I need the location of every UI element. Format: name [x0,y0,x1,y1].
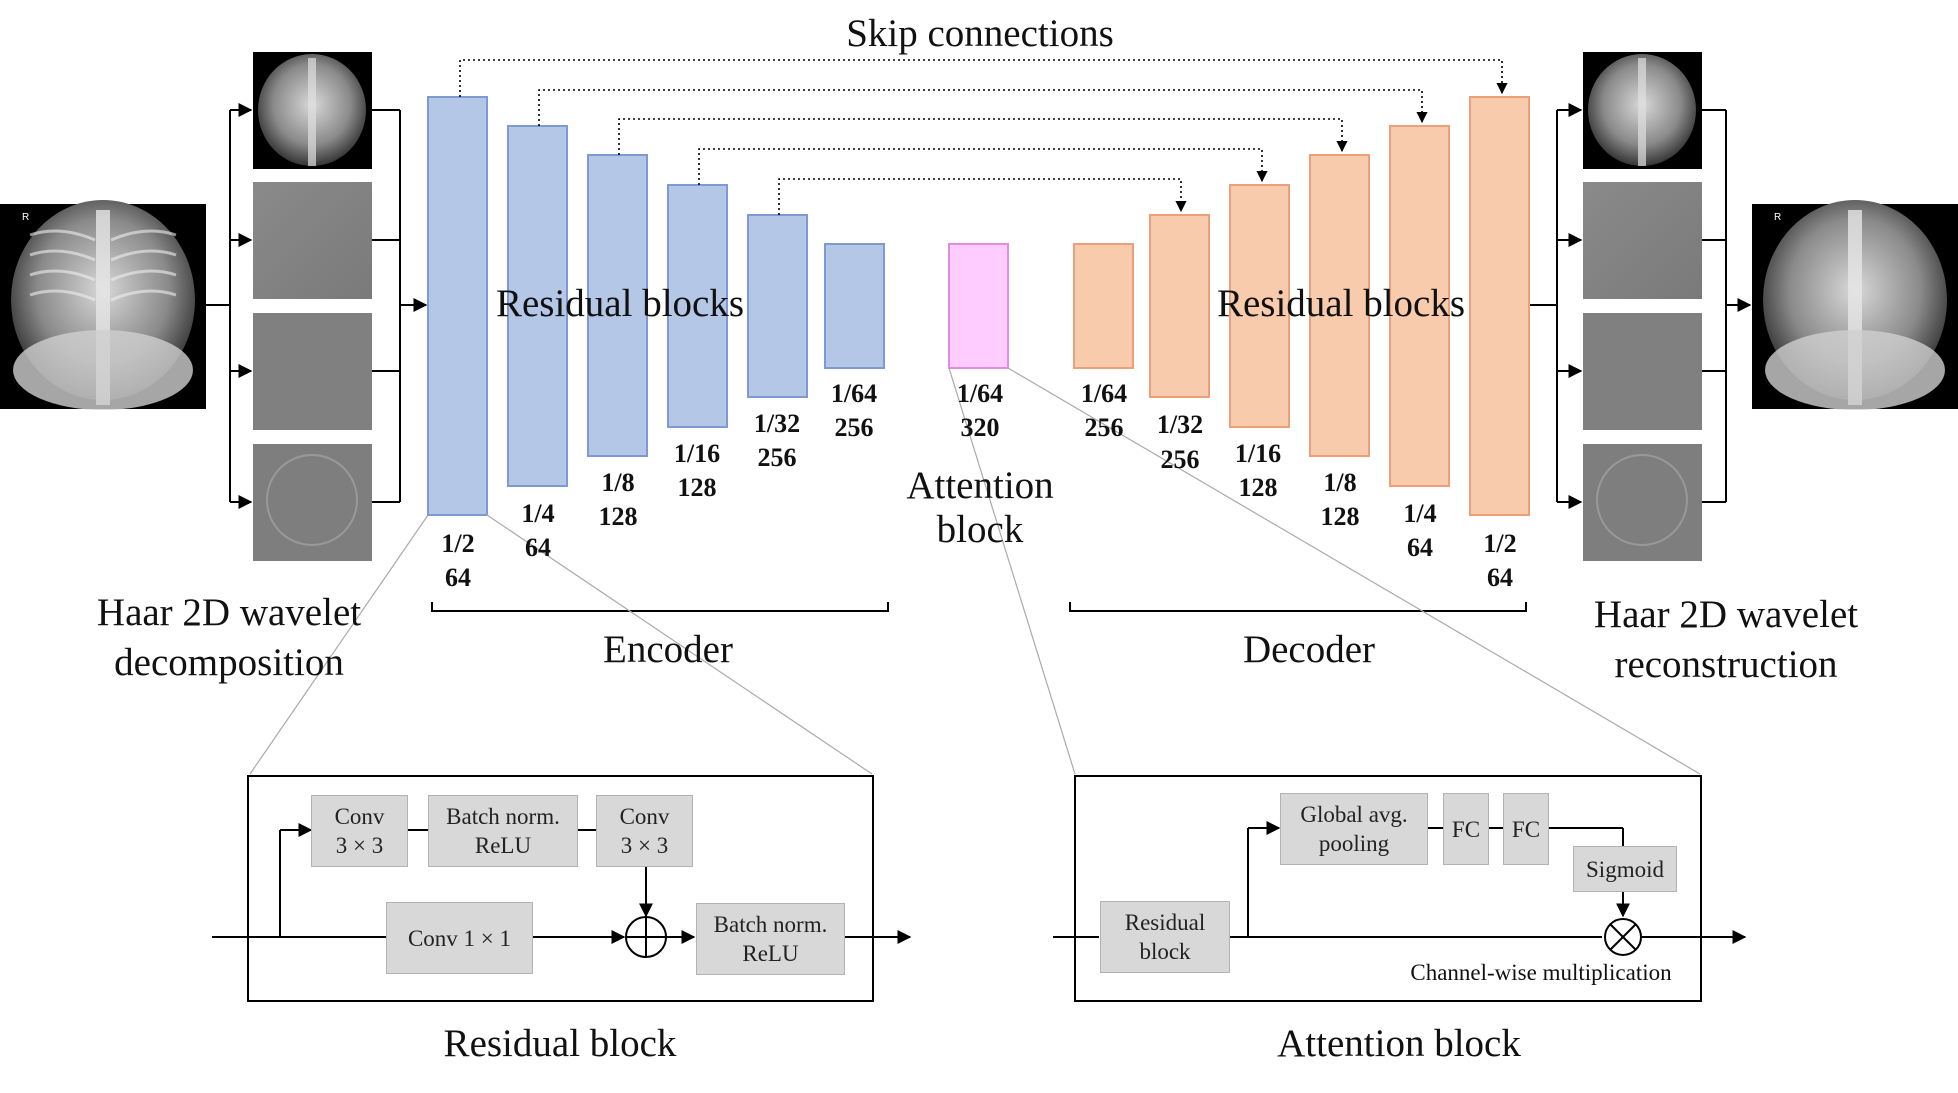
output-xray-image: R [1752,200,1958,410]
svg-text:R: R [22,212,29,223]
encoder-block-6-channels: 256 [834,413,874,442]
encoder-block-5 [747,214,808,398]
conv3x3-box-b: Conv 3 × 3 [596,795,693,867]
decoder-block-5-channels: 64 [1407,533,1433,562]
decoder-block-3-channels: 128 [1238,473,1278,502]
bn-relu-b-line2: ReLU [742,941,799,966]
decoder-block-6 [1469,96,1530,516]
channel-wise-multiplication-label: Channel-wise multiplication [1410,960,1672,985]
conv3x3-a-line2: 3 × 3 [335,833,384,858]
wavelet-subbands-left [253,52,372,561]
bottleneck-scale: 1/64 [956,379,1004,408]
conv3x3-box-a: Conv 3 × 3 [311,795,408,867]
wavelet-decomposition-line2: decomposition [114,641,344,684]
zoom-lines [249,367,1701,775]
bn-relu-b-line1: Batch norm. [713,912,828,937]
decoder-block-1-channels: 256 [1084,413,1124,442]
wavelet-reconstruction-line1: Haar 2D wavelet [1593,593,1859,636]
conv1x1-box: Conv 1 × 1 [386,902,533,974]
bn-relu-a-line2: ReLU [474,833,532,858]
residual-block-title: Residual block [443,1022,677,1065]
encoder-block-3-scale: 1/8 [601,468,635,497]
attention-block-label-line2: block [936,508,1024,551]
decoder-block-5 [1389,125,1450,487]
decoder-block-2-scale: 1/32 [1156,410,1204,439]
skip-connections-title: Skip connections [846,12,1114,55]
encoder-block-5-channels: 256 [757,443,797,472]
encoder-block-1 [427,96,488,516]
wavelet-reconstruction-line2: reconstruction [1614,643,1838,686]
encoder-label: Encoder [603,628,733,671]
decoder-blocks [1073,96,1530,516]
encoder-block-1-scale: 1/2 [441,529,475,558]
attention-bottleneck-block [948,243,1009,369]
decomposition-arrows [206,103,428,509]
encoder-block-3 [587,154,648,457]
conv3x3-b-line1: Conv [619,804,670,829]
decoder-block-4 [1309,154,1370,457]
decoder-block-4-scale: 1/8 [1323,468,1357,497]
decoder-bracket [1069,602,1527,612]
encoder-block-6 [824,243,885,369]
encoder-block-6-scale: 1/64 [830,379,878,408]
encoder-block-2 [507,125,568,487]
fc-box-1: FC [1443,793,1489,865]
encoder-block-4-scale: 1/16 [673,439,721,468]
encoder-block-1-channels: 64 [445,563,471,592]
encoder-block-2-scale: 1/4 [521,499,555,528]
wavelet-subbands-right [1583,52,1702,561]
reconstruction-arrows [1530,103,1752,509]
decoder-block-5-scale: 1/4 [1403,499,1437,528]
bn-relu-a-line1: Batch norm. [446,804,560,829]
sigmoid-box: Sigmoid [1573,846,1677,892]
decoder-block-6-scale: 1/2 [1483,529,1517,558]
decoder-block-3-scale: 1/16 [1234,439,1282,468]
skip-connection-lines [459,59,1508,215]
conv3x3-b-line2: 3 × 3 [620,833,669,858]
wavelet-decomposition-line1: Haar 2D wavelet [96,591,362,634]
decoder-block-1 [1073,243,1134,369]
decoder-block-6-channels: 64 [1487,563,1513,592]
input-xray-image: R [0,200,206,410]
residual-box: Residual block [1100,901,1230,973]
decoder-block-2 [1149,214,1210,398]
encoder-residual-label: Residual blocks [495,282,745,325]
encoder-bracket [431,602,889,612]
gap-line2: pooling [1318,831,1390,856]
decoder-block-1-scale: 1/64 [1080,379,1128,408]
decoder-label: Decoder [1242,628,1376,671]
encoder-block-5-scale: 1/32 [753,409,801,438]
encoder-block-4 [667,184,728,428]
residual-detail-wiring [212,823,912,958]
encoder-block-4-channels: 128 [677,473,717,502]
decoder-residual-label: Residual blocks [1216,282,1466,325]
fc-box-2: FC [1503,793,1549,865]
svg-text:R: R [1774,212,1781,223]
multiply-node-icon [1604,918,1642,956]
decoder-block-2-channels: 256 [1160,445,1200,474]
attention-detail-frame [1074,775,1702,1002]
bottleneck-channels: 320 [960,413,1000,442]
batchnorm-relu-box-a: Batch norm. ReLU [428,795,578,867]
attention-block-title: Attention block [1277,1022,1521,1065]
decoder-block-4-channels: 128 [1320,502,1360,531]
decoder-block-3 [1229,184,1290,428]
attention-block-label-line1: Attention [906,464,1054,507]
residual-detail-frame [247,775,874,1002]
residual-box-line2: block [1139,939,1191,964]
residual-box-line1: Residual [1124,910,1206,935]
encoder-block-2-channels: 64 [525,533,551,562]
conv3x3-a-line1: Conv [334,804,385,829]
encoder-block-3-channels: 128 [598,502,638,531]
gap-line1: Global avg. [1300,802,1408,827]
batchnorm-relu-box-b: Batch norm. ReLU [696,903,845,975]
encoder-blocks [427,96,885,516]
global-avg-pooling-box: Global avg. pooling [1280,793,1428,865]
attention-detail-wiring [1053,821,1747,956]
